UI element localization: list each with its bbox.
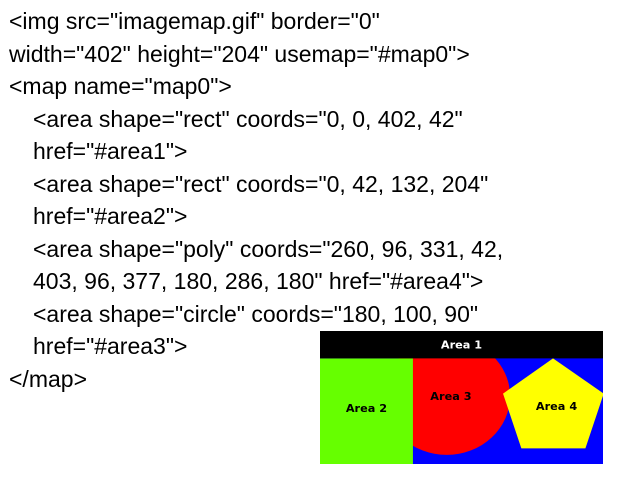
code-line-area4-poly: <area shape="poly" coords="260, 96, 331,… (33, 235, 504, 262)
code-line-img-close: width="402" height="204" usemap="#map0"> (9, 40, 470, 67)
imagemap-svg: Area 1 Area 2 Area 3 Area 4 (320, 331, 603, 464)
area1-bar-shape (320, 331, 603, 359)
imagemap-figure: Area 1 Area 2 Area 3 Area 4 (320, 331, 603, 464)
code-line-area3-circle: <area shape="circle" coords="180, 100, 9… (33, 300, 479, 327)
code-line-map-close: </map> (9, 365, 87, 392)
code-line-area2-href: href="#area2"> (33, 203, 188, 229)
area4-pentagon-shape (503, 358, 603, 449)
area1-label: Area 1 (441, 339, 482, 351)
code-line-area1-rect: <area shape="rect" coords="0, 0, 402, 42… (33, 105, 463, 132)
area4-label: Area 4 (536, 400, 578, 412)
code-line-area2-rect: <area shape="rect" coords="0, 42, 132, 2… (33, 170, 489, 197)
code-line-area3-href: href="#area3"> (33, 333, 188, 359)
area2-label: Area 2 (346, 402, 387, 414)
code-line-area1-href: href="#area1"> (33, 138, 188, 164)
area2-rect-shape (320, 358, 413, 464)
code-line-img-open: <img src="imagemap.gif" border="0" (9, 8, 380, 34)
code-line-area4-href: 403, 96, 377, 180, 286, 180" href="#area… (33, 268, 484, 294)
code-line-map-open: <map name="map0"> (9, 73, 232, 99)
area3-circle-shape (383, 337, 511, 455)
code-block: <img src="imagemap.gif" border="0" width… (9, 5, 634, 395)
area3-label: Area 3 (430, 390, 471, 402)
